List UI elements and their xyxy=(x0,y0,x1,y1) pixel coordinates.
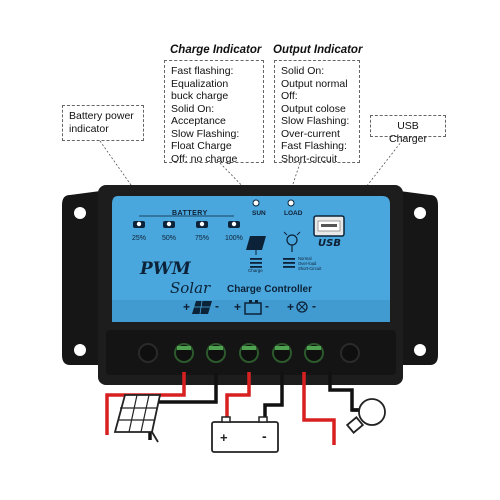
charge-indicator-callout: Fast flashing: Equalization buck charge … xyxy=(164,60,264,165)
mount-hole-bottom-left xyxy=(74,344,86,356)
solar-plus: + xyxy=(183,300,191,314)
solar-symbol-icon xyxy=(192,300,212,315)
output-line-3: Off: xyxy=(281,90,298,102)
load-plus: + xyxy=(287,300,295,314)
short-circuit-label: Short-Circuit xyxy=(298,266,322,271)
output-indicator-callout: Solid On: Output normal Off: Output colo… xyxy=(274,60,360,165)
sun-label: SUN xyxy=(252,210,266,217)
charge-led-bars xyxy=(250,258,262,268)
solar-panel-icon xyxy=(113,394,162,443)
mount-hole-top-left xyxy=(74,207,86,219)
lamp-symbol-icon xyxy=(296,301,308,313)
load-label: LOAD xyxy=(284,210,303,217)
usb-label: USB xyxy=(318,238,341,249)
battery-terminal-minus: - xyxy=(262,428,267,444)
battery-level-100: 100% xyxy=(225,235,243,242)
brand-pwm: PWM xyxy=(140,259,191,279)
battery-terminal-plus: + xyxy=(220,430,228,445)
mounting-flange-left xyxy=(62,190,108,365)
battery-plus: + xyxy=(234,300,242,314)
output-line-7: Fast Flashing: xyxy=(281,140,347,152)
output-line-4: Output colose xyxy=(281,102,346,115)
panel-lamp-icon xyxy=(283,231,301,252)
battery-minus: - xyxy=(265,299,269,313)
battery-level-75: 75% xyxy=(195,235,210,242)
output-line-1: Solid On: xyxy=(281,65,325,77)
output-line-5: Slow Flashing: xyxy=(281,115,350,127)
battery-callout-line-2: indicator xyxy=(69,122,109,135)
solar-minus: - xyxy=(215,299,219,313)
load-minus: - xyxy=(312,299,316,313)
mounting-flange-right xyxy=(392,190,438,365)
output-line-6: Over-current xyxy=(281,127,340,140)
output-line-2: Output normal xyxy=(281,77,348,90)
charge-indicator-title: Charge Indicator xyxy=(170,44,262,56)
charge-label: Charge xyxy=(248,268,263,273)
battery-leds xyxy=(133,221,240,228)
charge-line-7: Float Charge xyxy=(171,140,232,152)
charge-line-5: Acceptance xyxy=(171,115,226,127)
battery-level-25: 25% xyxy=(132,235,147,242)
lamp-icon xyxy=(345,398,386,434)
battery-icon xyxy=(211,416,279,453)
usb-charger-label: USB Charger xyxy=(389,120,427,145)
load-led xyxy=(287,199,295,207)
output-line-8: Short-circuit xyxy=(281,152,338,165)
usb-port-icon xyxy=(313,215,345,237)
battery-callout-line-1: Battery power xyxy=(69,110,134,122)
charge-line-6: Slow Flashing: xyxy=(171,127,240,140)
mount-hole-bottom-right xyxy=(414,344,426,356)
battery-symbol-icon xyxy=(244,300,262,315)
charge-line-8: Off: no charge xyxy=(171,152,238,165)
load-led-bars xyxy=(283,258,295,268)
output-indicator-title: Output Indicator xyxy=(273,44,363,56)
sun-led xyxy=(252,199,260,207)
charge-line-2: Equalization xyxy=(171,77,229,90)
usb-charger-callout: USB Charger xyxy=(370,115,446,145)
panel-solar-icon xyxy=(246,236,266,255)
solar-word: Solar xyxy=(170,279,211,297)
battery-power-indicator-callout: Battery power indicator xyxy=(62,105,144,141)
charge-line-1: Fast flashing: xyxy=(171,65,234,77)
battery-level-50: 50% xyxy=(162,235,177,242)
product-name: Charge Controller xyxy=(227,284,313,295)
battery-label: BATTERY xyxy=(172,210,208,217)
terminal-slots xyxy=(177,346,321,350)
mount-hole-top-right xyxy=(414,207,426,219)
charge-line-3: buck charge xyxy=(171,90,229,102)
normal-label: Normal xyxy=(298,256,312,261)
overload-label: Over-load xyxy=(298,261,317,266)
charge-line-4: Solid On: xyxy=(171,102,215,115)
